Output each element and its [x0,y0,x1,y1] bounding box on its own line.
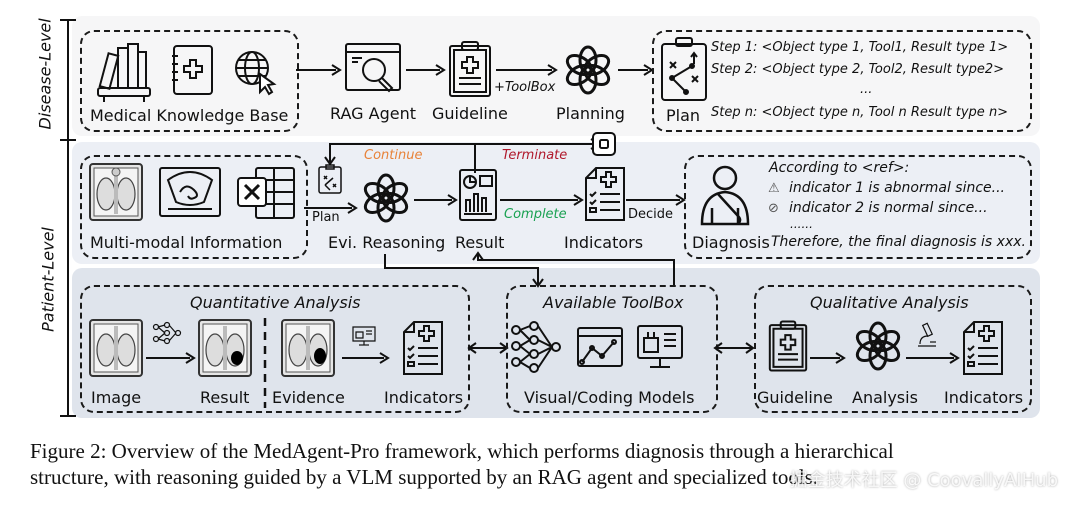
models-label: Visual/Coding Models [524,388,695,407]
figure-caption: Figure 2: Overview of the MedAgent-Pro f… [30,438,1070,490]
books-icon [94,42,154,102]
disease-level-band [72,16,1040,136]
guideline-clipboard-icon [448,40,492,98]
spreadsheet-icon [236,166,296,220]
arrow-analysis-to-indicators [906,352,960,364]
watermark: 掘金技术社区 @ CoovallyAIHub [789,470,1058,491]
indicators-label: Indicators [564,233,644,252]
diagnosis-line-normal: indicator 2 is normal since... [789,200,988,216]
qualitative-title: Qualitative Analysis [810,293,969,312]
caption-line-2: structure, with reasoning guided by a VL… [30,465,819,489]
disease-level-label: Disease-Level [35,18,55,130]
qual-indicators-label: Indicators [944,388,1024,407]
microscope-icon [916,322,938,348]
result-report-icon [458,168,498,222]
arrow-indicators-to-diagnosis [626,194,686,206]
arrow-plan-to-reasoning [304,202,358,214]
arrow-image-to-result [146,352,196,364]
continue-label: Continue [364,148,423,163]
plan-edge-label: Plan [312,210,340,225]
coding-monitor-icon [636,324,684,370]
bidirectional-arrow-quant-toolbox [468,342,508,354]
qualitative-analysis-box [754,285,1032,413]
qual-analysis-label: Analysis [852,388,918,407]
indicators-report-icon [584,166,626,222]
plan-step-ellipsis: ... [860,82,873,97]
image-label: Image [91,388,142,407]
qual-guideline-label: Guideline [757,388,833,407]
diagnosis-line-abnormal: indicator 1 is abnormal since... [789,180,1006,196]
quantitative-title: Quantitative Analysis [190,293,361,312]
arrow-guideline-to-analysis [810,352,846,364]
plan-label: Plan [666,106,701,125]
neural-net-small-icon [152,322,182,344]
result-label: Result [455,233,505,252]
diagnosis-line-ref: According to <ref>: [769,160,910,176]
patient-reasoning-band [72,142,1040,264]
complete-label: Complete [504,207,567,222]
diagnosis-line-conclusion: Therefore, the final diagnosis is xxx. [771,234,1026,250]
neural-network-icon [510,322,562,372]
ultrasound-icon [158,166,222,218]
knowledge-base-box [80,30,299,132]
diagnosis-line-ellipsis: ...... [790,217,813,231]
reasoning-label: Evi. Reasoning [328,233,446,252]
knowledge-base-label: Medical Knowledge Base [90,106,289,125]
globe-cursor-icon [232,48,280,96]
quant-indicators-label: Indicators [384,388,464,407]
rag-agent-label: RAG Agent [330,104,416,123]
plan-step-1: Step 1: <Object type 1, Tool1, Result ty… [711,40,1009,55]
toolbox-title: Available ToolBox [543,293,684,312]
level-axis [58,18,78,418]
plan-step-n: Step n: <Object type n, Tool n Result ty… [711,105,1009,120]
reasoning-toolbox-connectors [380,254,700,290]
arrow-guideline-to-planning [496,64,558,76]
line-chart-window-icon [576,326,624,368]
arrow-result-to-indicators [500,194,584,206]
evidence-xray-icon [280,318,336,378]
result-quant-label: Result [200,388,250,407]
warning-icon: ⚠ [768,181,780,196]
arrow-rag-to-guideline [406,64,446,76]
divider-dashed [263,318,267,408]
rag-search-icon [344,42,402,96]
qual-guideline-icon [768,318,808,374]
plan-strategy-icon [660,36,708,102]
evidence-label: Evidence [272,388,345,407]
caption-line-1: Figure 2: Overview of the MedAgent-Pro f… [30,439,894,463]
arrow-kb-to-rag [296,64,342,76]
patient-sling-icon [698,164,752,226]
plan-step-2: Step 2: <Object type 2, Tool2, Result ty… [711,62,1005,77]
reasoning-llm-icon [360,172,412,224]
medical-book-icon [170,44,214,96]
planning-label: Planning [556,104,625,123]
multimodal-label: Multi-modal Information [90,233,283,252]
terminate-label: Terminate [502,148,568,163]
decide-edge-label: Decide [628,207,674,222]
patient-level-label: Patient-Level [38,227,58,332]
llm-knot-icon [562,44,614,96]
diagnosis-label: Diagnosis [692,233,770,252]
input-xray-icon [88,318,144,378]
diagnosis-box [684,155,1032,259]
chest-xray-icon [88,162,144,222]
quant-indicators-icon [402,320,444,376]
arrow-evidence-to-indicators [342,352,390,364]
qual-indicators-icon [962,320,1004,376]
arrow-reasoning-to-result [414,194,458,206]
plan-small-icon [318,164,342,194]
terminate-stop-icon [592,132,616,156]
arrow-planning-to-plan [618,64,654,76]
guideline-label: Guideline [432,104,508,123]
analysis-llm-icon [852,320,904,372]
check-circle-icon: ⊘ [768,201,779,216]
toolbox-edge-label: +ToolBox [494,80,556,95]
plan-box [652,30,1032,132]
bidirectional-arrow-toolbox-qual [714,342,754,354]
segmented-xray-icon [197,318,253,378]
computer-small-icon [352,326,376,346]
